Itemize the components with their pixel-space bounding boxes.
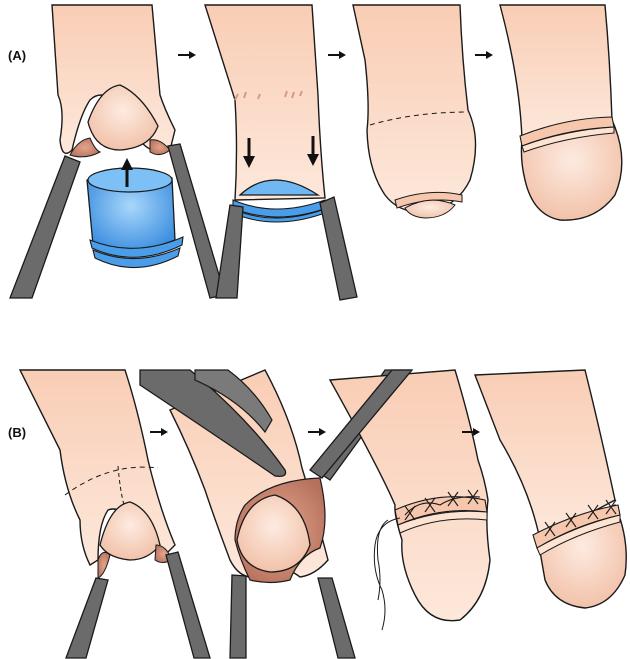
forceps-right (318, 578, 355, 658)
right-arrow-icon (150, 428, 168, 436)
forceps-left (66, 578, 108, 658)
forceps-right (320, 197, 357, 300)
step-b3-suture (310, 370, 490, 630)
step-b4-sutured (475, 370, 626, 608)
penis-shaft (353, 5, 476, 212)
step-a2-clamp-bell (205, 5, 357, 300)
step-a1-pull-prepuce (10, 5, 225, 298)
step-a4-healed (500, 5, 622, 220)
plastibell-device (87, 168, 183, 268)
right-arrow-icon (475, 51, 493, 59)
suture-thread (374, 518, 400, 630)
right-arrow-icon (178, 51, 196, 59)
prepuce-fold-left (98, 552, 110, 578)
forceps-right (168, 144, 225, 298)
penis-shaft (205, 5, 325, 200)
forceps-left (230, 575, 246, 658)
right-arrow-icon (308, 428, 326, 436)
forceps-left (10, 156, 80, 298)
right-arrow-icon (328, 51, 346, 59)
forceps-right (166, 552, 210, 658)
penis-shaft (330, 370, 490, 621)
forceps-left (216, 205, 243, 298)
step-a3-excised (353, 5, 476, 218)
